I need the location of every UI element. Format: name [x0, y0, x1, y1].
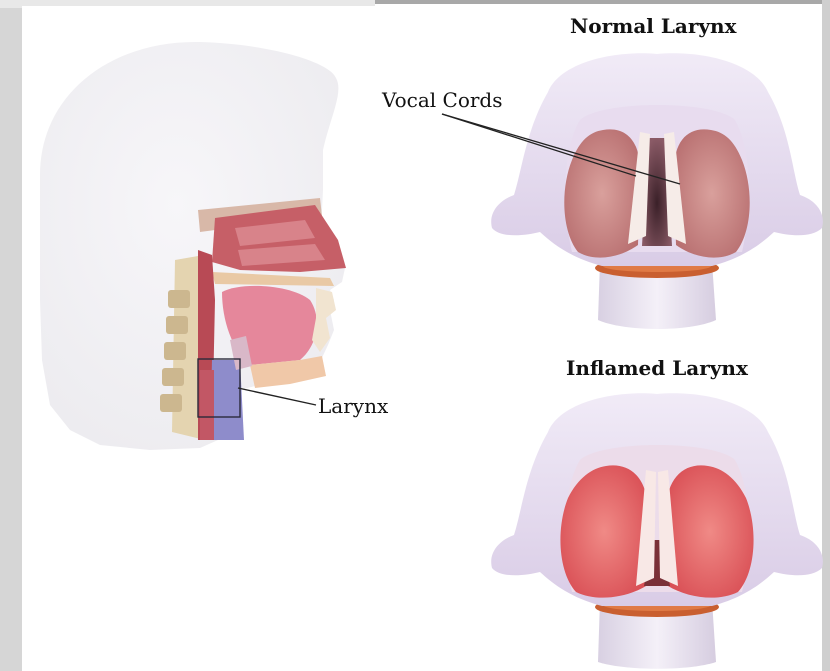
head-cross-section [40, 42, 346, 450]
vocal-cords-label: Vocal Cords [382, 88, 503, 112]
esophagus [200, 370, 214, 440]
airway [210, 360, 244, 440]
larynx-label: Larynx [318, 394, 388, 418]
inflamed-larynx-view [491, 393, 823, 668]
larynx-callout-line [238, 388, 316, 405]
inflamed-larynx-title: Inflamed Larynx [566, 356, 748, 380]
normal-larynx-title: Normal Larynx [570, 14, 736, 38]
